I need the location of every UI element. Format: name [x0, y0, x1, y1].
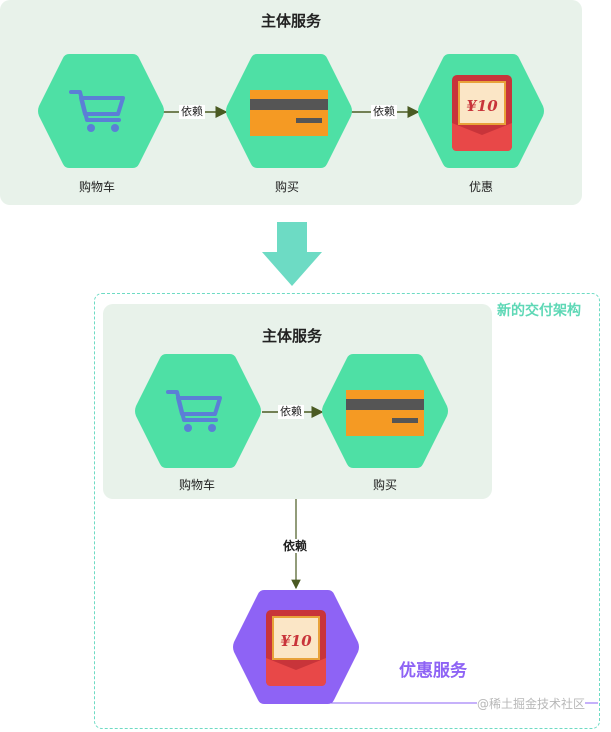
new-architecture-title: 新的交付架构 — [497, 303, 581, 319]
hex-node-coupon-service: ¥10 — [231, 588, 361, 706]
edge-label-dependency: 依赖 — [281, 539, 310, 553]
node-label-coupon: 优惠 — [468, 180, 493, 194]
coupon-icon: ¥10 — [266, 610, 326, 686]
edge-label-cart-buy: 依赖 — [179, 105, 205, 119]
inner-panel-title: 主体服务 — [261, 327, 322, 345]
cart-icon — [166, 390, 222, 432]
hex-node-inner-buy — [320, 352, 450, 470]
coupon-value-text: ¥10 — [466, 97, 498, 115]
node-label-buy: 购买 — [274, 180, 299, 194]
node-label-cart: 购物车 — [78, 180, 115, 194]
watermark-text: @稀土掘金技术社区 — [477, 695, 586, 712]
edge-label-inner-cart-buy: 依赖 — [278, 405, 304, 419]
top-panel-title: 主体服务 — [260, 12, 321, 30]
cart-icon — [69, 90, 125, 132]
coupon-service-value-text: ¥10 — [280, 632, 312, 650]
hex-node-cart — [36, 52, 166, 170]
node-label-inner-cart: 购物车 — [178, 478, 215, 492]
hex-node-buy — [224, 52, 354, 170]
transition-arrow — [262, 222, 322, 286]
edge-label-buy-coupon: 依赖 — [371, 105, 397, 119]
card-icon — [346, 390, 424, 436]
coupon-icon: ¥10 — [452, 75, 512, 151]
hex-node-inner-cart — [133, 352, 263, 470]
coupon-service-title: 优惠服务 — [399, 661, 467, 681]
new-architecture-boundary — [94, 293, 600, 729]
card-icon — [250, 90, 328, 136]
hex-node-coupon: ¥10 — [416, 52, 546, 170]
node-label-inner-buy: 购买 — [372, 478, 397, 492]
